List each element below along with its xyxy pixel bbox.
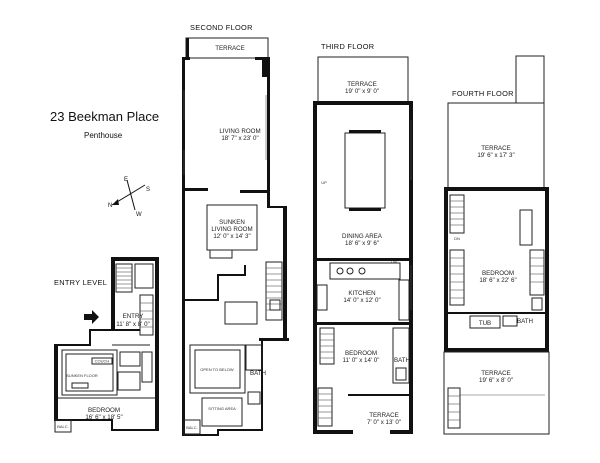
wall <box>55 345 58 420</box>
floor-label-entry: ENTRY LEVEL <box>54 278 107 287</box>
living-room-dims: 18' 7" x 23' 0" <box>221 135 258 142</box>
third-stair <box>317 387 333 427</box>
sunken-living-dims: 12' 0" x 14' 3" <box>213 233 250 240</box>
bedroom-entry-name: BEDROOM <box>88 407 120 414</box>
dining-table <box>344 132 386 209</box>
balcony-entry <box>54 419 72 433</box>
terrace-third-bottom-name: TERRACE <box>369 412 399 419</box>
closet <box>139 294 154 336</box>
bath-second <box>245 344 263 371</box>
kitchen-counter <box>329 262 401 280</box>
kitchen-name: KITCHEN <box>348 290 375 297</box>
sunken-floor-label: SUNKEN FLOOR <box>66 373 98 378</box>
sitting-area <box>201 397 243 427</box>
dining-area-name: DINING AREA <box>342 233 383 240</box>
bedroom-fourth-name: BEDROOM <box>482 270 514 277</box>
wall <box>155 258 158 430</box>
terrace-third-top-dims: 19' 0" x 9' 0" <box>345 88 379 95</box>
entry-stair <box>115 263 154 293</box>
bath-third-label: BATH <box>394 357 410 364</box>
compass-icon: N S E W <box>108 177 150 218</box>
couch-label: COUCH <box>95 359 110 364</box>
second-floor-plan: TERRACE LIVING ROOM 18' 7" x 23' 0" SUNK… <box>182 37 289 436</box>
up-label-third: UP <box>321 180 327 185</box>
terrace-third-top-name: TERRACE <box>347 81 377 88</box>
terrace-fourth-top-name: TERRACE <box>481 145 511 152</box>
bath-second-label: BATH <box>250 370 266 377</box>
balcony-second <box>183 419 201 435</box>
wall <box>112 258 115 330</box>
terrace-fourth-bottom-dims: 19' 6" x 8' 0" <box>479 377 513 384</box>
sunken-floor-area <box>61 349 118 396</box>
open-to-below-label: OPEN TO BELOW <box>200 367 234 372</box>
terrace-third-bottom-dims: 7' 0" x 13' 0" <box>367 419 401 426</box>
entry-level-plan: COUCH SUNKEN FLOOR BALC. ENTRY 11' 8" x … <box>54 257 159 433</box>
sunken-living-name2: LIVING ROOM <box>211 226 252 233</box>
tub-label: TUB <box>479 320 491 327</box>
sunken-living-name1: SUNKEN <box>219 219 245 226</box>
open-to-below-area <box>189 344 246 394</box>
terrace-third-top <box>317 56 409 103</box>
balc-entry-label: BALC. <box>57 424 69 429</box>
floor-label-fourth: FOURTH FLOOR <box>452 89 514 98</box>
dn-label-fourth: DN <box>454 236 460 241</box>
bedroom-fourth-dims: 18' 6" x 22' 6" <box>479 277 516 284</box>
second-stair <box>265 261 283 321</box>
living-room-name: LIVING ROOM <box>219 128 260 135</box>
compass-e: E <box>124 177 128 183</box>
terrace-fourth-top-dims: 19' 6" x 17' 3" <box>477 152 514 159</box>
terrace-second-label: TERRACE <box>215 45 245 52</box>
tub <box>469 315 501 329</box>
floor-label-second: SECOND FLOOR <box>190 23 253 32</box>
third-floor-plan: TERRACE 19' 0" x 9' 0" DINING AREA 18' 6… <box>313 56 413 434</box>
bath-fourth-label: BATH <box>517 318 533 325</box>
bedroom-third-name: BEDROOM <box>345 350 377 357</box>
compass-s: S <box>146 187 150 193</box>
property-subtitle: Penthouse <box>84 131 123 140</box>
bedroom-entry-dims: 16' 6" x 18' 5" <box>85 414 122 421</box>
couch <box>91 357 113 365</box>
property-title: 23 Beekman Place <box>50 109 159 124</box>
terrace-fourth-bottom-name: TERRACE <box>481 370 511 377</box>
entry-room-name: ENTRY <box>123 313 144 320</box>
fourth-stair <box>449 194 465 234</box>
floor-label-third: THIRD FLOOR <box>321 42 374 51</box>
bedroom-third-dims: 11' 0" x 14' 0" <box>343 357 380 364</box>
sitting-area-label: SITTING AREA <box>208 406 236 411</box>
dining-area-dims: 18' 6" x 9' 6" <box>345 240 379 247</box>
kitchen-dims: 14' 0" x 12' 0" <box>343 297 380 304</box>
terrace-fourth-bottom <box>443 351 550 435</box>
wall <box>112 258 158 261</box>
bath-third <box>392 327 410 384</box>
compass-n: N <box>108 203 112 209</box>
fourth-floor-plan: TERRACE 19' 6" x 17' 3" BEDROOM 18' <box>443 55 550 435</box>
entry-arrow-icon <box>84 310 99 324</box>
dn-label-third: DN <box>391 259 397 264</box>
balc-second-label: BALC. <box>186 425 198 430</box>
compass-w: W <box>136 212 142 218</box>
entry-room-dims: 11' 8" x 8' 0" <box>116 321 149 328</box>
